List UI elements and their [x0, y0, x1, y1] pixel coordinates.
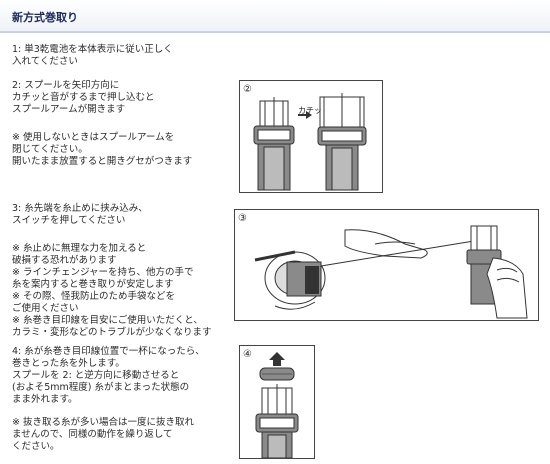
figure-2-badge: ②: [243, 84, 252, 95]
step-2-text: 2: スプールを矢印方向に カチッと音がするまで押し込むと スプールアームが開き…: [12, 80, 155, 115]
figure-4: ④: [239, 345, 315, 459]
figure-2-click-label: カチッ: [298, 106, 322, 115]
step-4-note: ※ 抜き取る糸が多い場合は一度に抜き取れ ませんので、同様の動作を繰り返して く…: [12, 417, 194, 452]
step-1-text: 1: 単3乾電池を本体表示に従い正しく 入れてください: [12, 44, 173, 67]
figure-2: ② カチッ: [239, 80, 383, 193]
step-3-text: 3: 糸先端を糸止めに挟み込み、 スイッチを押してください: [12, 203, 148, 226]
page-title: 新方式巻取り: [12, 11, 78, 24]
figure-4-badge: ④: [243, 349, 252, 360]
figure-2-illustration: [253, 93, 367, 191]
header-rule: [0, 31, 550, 33]
step-3-note: ※ 糸止めに無理な力を加えると 破損する恐れがあります ※ ラインチェンジャーを…: [12, 243, 212, 338]
page-header: 新方式巻取り: [0, 0, 550, 33]
step-4-text: 4: 糸が糸巻き目印線位置で一杯になったら、 巻きとった糸を外します。 スプール…: [12, 346, 205, 405]
step-2-note: ※ 使用しないときはスプールアームを 閉じてください。 開いたまま放置すると開き…: [12, 132, 193, 167]
figure-4-illustration: [255, 352, 299, 458]
figure-3: ③: [234, 209, 539, 321]
figure-3-illustration: [254, 225, 528, 319]
figure-3-badge: ③: [238, 213, 247, 224]
